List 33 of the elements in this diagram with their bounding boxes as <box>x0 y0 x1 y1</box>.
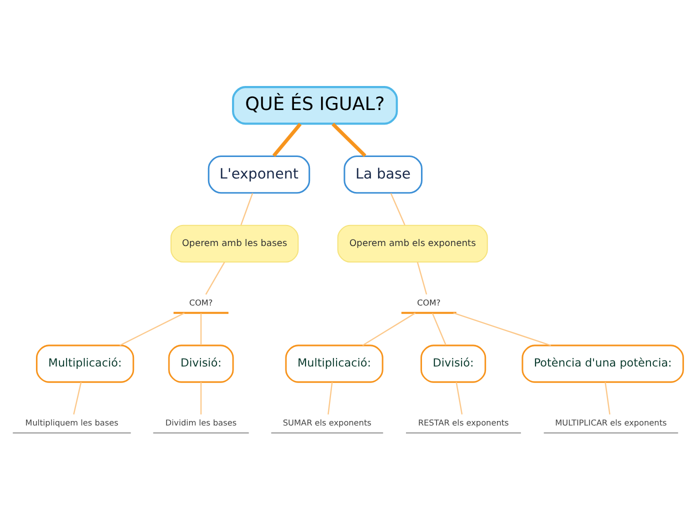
node-box: QUÈ ÉS IGUAL? <box>232 86 398 125</box>
connector <box>453 312 552 346</box>
node-box: Operem amb les bases <box>170 224 299 263</box>
node-text: COM? <box>189 298 213 308</box>
node-box: Divisió: <box>168 344 234 383</box>
node-box: Multiplicació: <box>285 344 384 383</box>
connector <box>362 312 416 346</box>
node-box: Potència d'una potència: <box>522 344 684 383</box>
connector <box>328 382 333 414</box>
connector <box>200 313 202 346</box>
node-box: Divisió: <box>420 344 486 383</box>
connector <box>205 262 226 295</box>
connector <box>332 122 366 158</box>
connector <box>416 262 428 295</box>
connector <box>73 382 82 415</box>
node-text: SUMAR els exponents <box>282 418 372 428</box>
node-text: Multipliquem les bases <box>25 418 118 428</box>
node-box: La base <box>344 155 423 194</box>
connector <box>272 122 302 157</box>
connector <box>120 312 185 346</box>
connector <box>240 193 254 226</box>
node-box: L'exponent <box>208 155 310 194</box>
node-box: Multiplicació: <box>36 344 134 383</box>
connector <box>604 382 610 414</box>
node-text: MULTIPLICAR els exponents <box>555 418 667 428</box>
connector <box>432 313 446 346</box>
connector <box>390 192 406 226</box>
connector <box>456 382 463 415</box>
connector <box>200 382 202 414</box>
node-box: Operem amb els exponents <box>337 224 488 263</box>
node-text: COM? <box>417 298 441 308</box>
node-text: Dividim les bases <box>165 418 237 428</box>
node-text: RESTAR els exponents <box>418 418 509 428</box>
